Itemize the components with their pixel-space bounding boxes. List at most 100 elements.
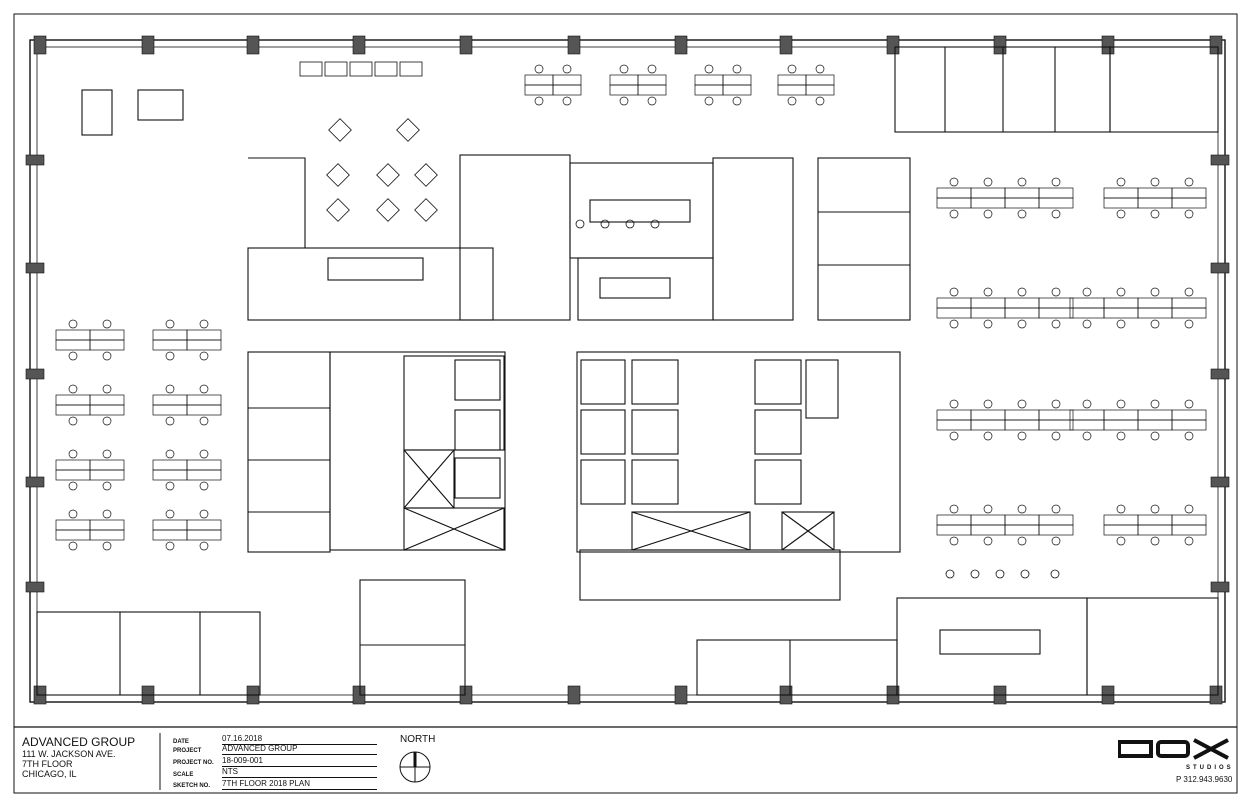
chair [600, 219, 610, 229]
column [352, 35, 366, 55]
studio-subtitle: STUDIOS [1186, 765, 1234, 771]
desk [186, 529, 222, 541]
desk [694, 84, 724, 96]
offices-northeast [817, 157, 911, 321]
desk [1004, 297, 1040, 309]
column [567, 685, 581, 705]
cafe-table [414, 198, 438, 222]
client-address-1: 111 W. JACKSON AVE. [22, 749, 116, 759]
desk [1103, 514, 1139, 526]
desk [1069, 419, 1105, 431]
desk [1137, 514, 1173, 526]
chair [199, 384, 209, 394]
desk [936, 409, 972, 421]
desk [89, 529, 125, 541]
desk [152, 529, 188, 541]
chair [1017, 399, 1027, 409]
chair [1020, 569, 1030, 579]
desk [970, 197, 1006, 209]
column [567, 35, 581, 55]
desk [1004, 524, 1040, 536]
boardroom [896, 597, 1088, 696]
left-core [329, 351, 506, 551]
desk [609, 84, 639, 96]
desk [970, 297, 1006, 309]
chair [647, 96, 657, 106]
desk [89, 339, 125, 351]
chair [68, 384, 78, 394]
chair [1116, 504, 1126, 514]
project-no-value: 18-009-001 [222, 756, 377, 767]
column [459, 35, 473, 55]
chair [1150, 319, 1160, 329]
desk [1171, 297, 1207, 309]
chair [970, 569, 980, 579]
chair [199, 319, 209, 329]
desk [1137, 419, 1173, 431]
right-core [576, 351, 901, 553]
bar-stool-table [299, 61, 323, 77]
desk [970, 524, 1006, 536]
chair [1150, 399, 1160, 409]
chair [1116, 536, 1126, 546]
chair [1184, 177, 1194, 187]
desk [55, 469, 91, 481]
desk [552, 84, 582, 96]
desk [186, 459, 222, 471]
desk [609, 74, 639, 86]
desk [55, 529, 91, 541]
desk [55, 339, 91, 351]
desk [936, 197, 972, 209]
offices-west [247, 351, 331, 553]
desk [89, 459, 125, 471]
desk [1004, 409, 1040, 421]
chair [562, 96, 572, 106]
chair [68, 449, 78, 459]
chair [68, 319, 78, 329]
chair [165, 319, 175, 329]
desk [1137, 409, 1173, 421]
desk [89, 404, 125, 416]
scale-value: NTS [222, 767, 377, 778]
column [1209, 35, 1223, 55]
chair [983, 399, 993, 409]
column [25, 476, 45, 488]
chair [1116, 399, 1126, 409]
chair [732, 96, 742, 106]
desk [1137, 187, 1173, 199]
chair [647, 64, 657, 74]
cafe-table [414, 163, 438, 187]
chair [1184, 504, 1194, 514]
bar-stool-table [324, 61, 348, 77]
chair [983, 209, 993, 219]
chair [983, 177, 993, 187]
cafe-table [376, 163, 400, 187]
desk [1103, 409, 1139, 421]
chair [102, 384, 112, 394]
chair [1050, 569, 1060, 579]
chair [983, 287, 993, 297]
column [33, 35, 47, 55]
date-label: DATE [173, 739, 189, 745]
column [25, 154, 45, 166]
column [1101, 35, 1115, 55]
desk [970, 307, 1006, 319]
chair [949, 399, 959, 409]
desk [1038, 524, 1074, 536]
chair [983, 536, 993, 546]
chair [1051, 209, 1061, 219]
desk [1103, 307, 1139, 319]
desk [152, 459, 188, 471]
column [25, 581, 45, 593]
desk [805, 84, 835, 96]
desk [552, 74, 582, 86]
sketch-no-label: SKETCH NO. [173, 783, 211, 789]
rooms [36, 46, 1219, 696]
chair [102, 481, 112, 491]
chair [165, 481, 175, 491]
column [993, 35, 1007, 55]
chair [1184, 399, 1194, 409]
chair [68, 481, 78, 491]
chair [704, 96, 714, 106]
desk [55, 404, 91, 416]
